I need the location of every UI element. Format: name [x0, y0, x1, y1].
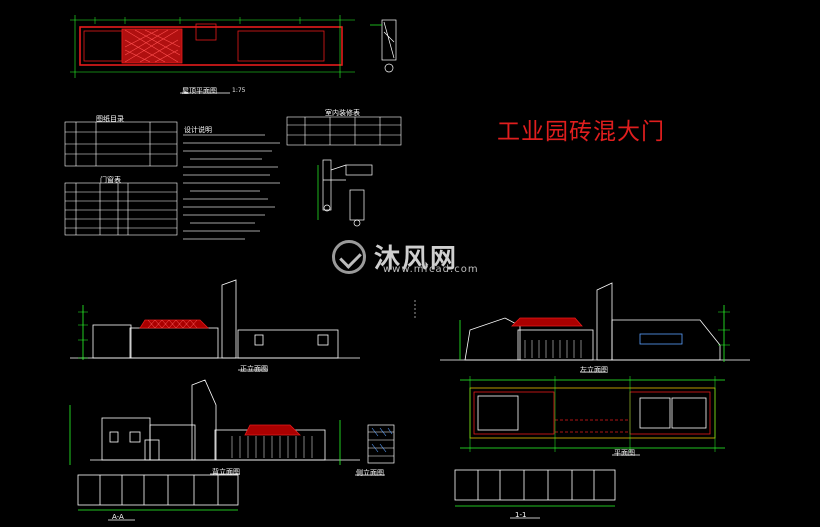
wall-details — [317, 159, 373, 227]
floor-plan-label: 平面图 — [614, 449, 635, 457]
section-1-label: 1-1 — [515, 511, 527, 519]
back-elevation-label: 背立面图 — [212, 468, 240, 476]
front-elevation — [70, 279, 360, 371]
front-elevation-label: 正立面图 — [240, 365, 268, 373]
door-window-title: 门窗表 — [100, 176, 121, 184]
watermark-logo-icon — [332, 239, 366, 274]
detail-section-small — [370, 19, 397, 73]
room-finish-table — [286, 116, 402, 146]
roof-plan-label: 屋顶平面图 — [182, 87, 217, 95]
left-elevation-label: 左立面图 — [580, 366, 608, 374]
drawing-list-table — [64, 121, 178, 167]
side-elevation — [440, 282, 750, 373]
notes-text-lines — [183, 134, 280, 240]
scale-label-roof: 1:75 — [232, 87, 246, 94]
roof-plan — [70, 15, 355, 94]
watermark-url: www.mfcad.com — [383, 264, 479, 275]
watermark: 沐风网 — [332, 238, 458, 275]
section-1-strip — [454, 469, 616, 519]
drawing-title: 工业园砖混大门 — [497, 119, 665, 145]
watermark-name: 沐风网 — [374, 244, 459, 274]
side-detail-left — [355, 424, 395, 476]
notes-title: 设计说明 — [184, 126, 212, 134]
room-finish-title: 室内装修表 — [325, 109, 360, 117]
section-a-label: A-A — [112, 513, 124, 521]
back-elevation — [69, 379, 360, 475]
drawing-list-title: 图纸目录 — [96, 115, 124, 123]
side-elevation-label-left: 侧立面图 — [356, 469, 384, 477]
door-window-table — [64, 182, 178, 236]
floor-plan — [460, 376, 725, 456]
section-a-strip — [77, 474, 239, 521]
